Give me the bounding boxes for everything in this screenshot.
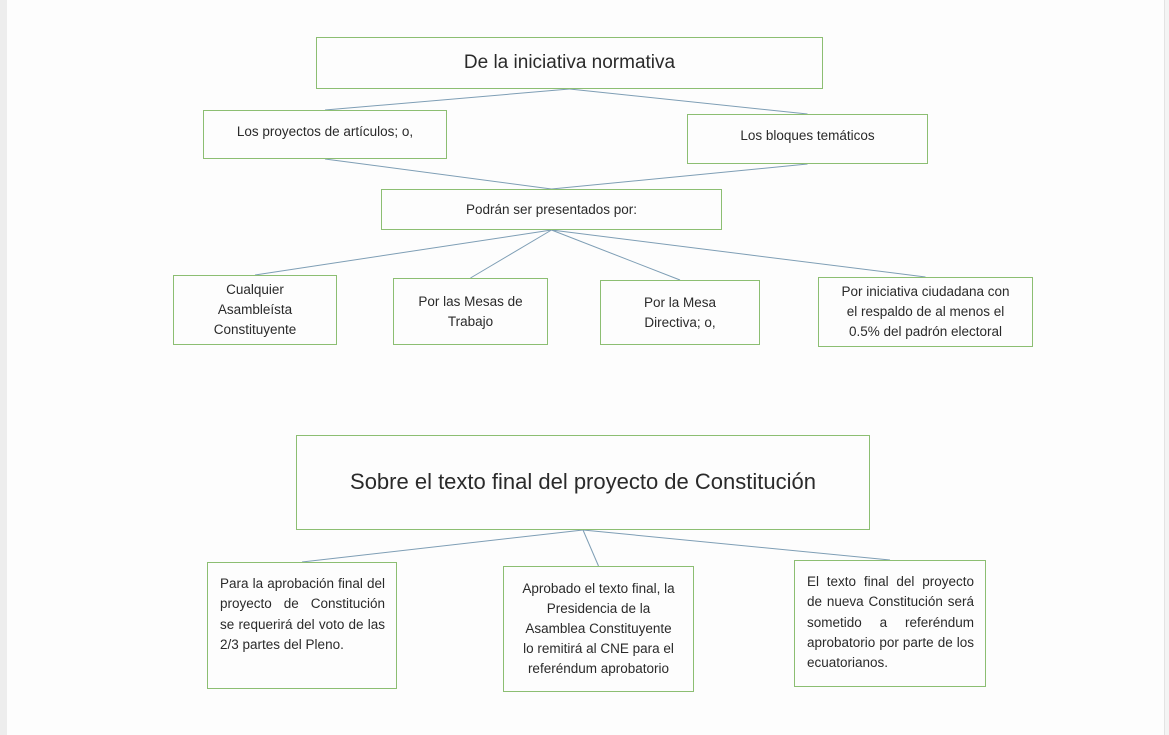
node-bloques-tematicos: Los bloques temáticos bbox=[687, 114, 928, 164]
node-mesas-de-trabajo: Por las Mesas de Trabajo bbox=[393, 278, 548, 345]
node-proyectos-de-articulos: Los proyectos de artículos; o, bbox=[203, 110, 447, 159]
node-mesa-directiva: Por la Mesa Directiva; o, bbox=[600, 280, 760, 345]
page-edge-right bbox=[1164, 0, 1169, 735]
node-podran-ser-presentados-por: Podrán ser presentados por: bbox=[381, 189, 722, 230]
title-iniciativa-normativa: De la iniciativa normativa bbox=[316, 37, 823, 89]
node-iniciativa-ciudadana: Por iniciativa ciudadana con el respaldo… bbox=[818, 277, 1033, 347]
node-cualquier-asambleista: Cualquier Asambleísta Constituyente bbox=[173, 275, 337, 345]
node-referendum-aprobatorio: El texto final del proyecto de nueva Con… bbox=[794, 560, 986, 687]
title-texto-final-constitucion: Sobre el texto final del proyecto de Con… bbox=[296, 435, 870, 530]
node-remision-al-cne: Aprobado el texto final, la Presidencia … bbox=[503, 566, 694, 692]
node-aprobacion-final-pleno: Para la aprobación final del proyecto de… bbox=[207, 562, 397, 689]
page-edge-left bbox=[0, 0, 7, 735]
